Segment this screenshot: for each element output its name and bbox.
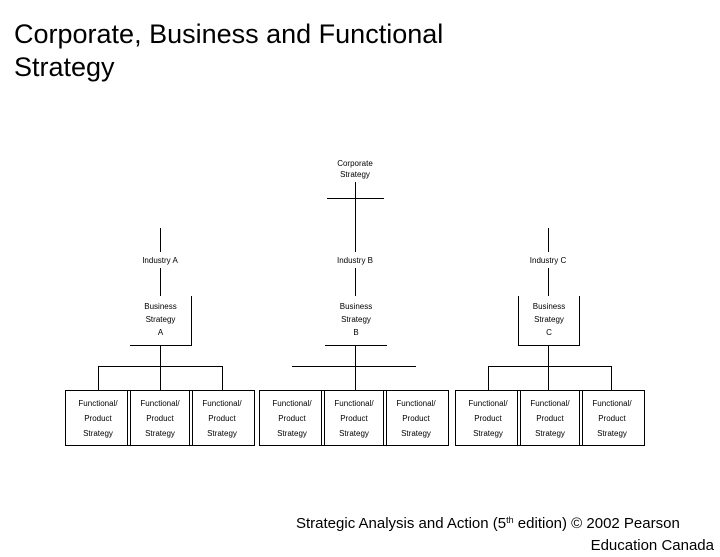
functional-box-a1[interactable]: Functional/ Product Strategy [65,390,131,446]
functional-box-a2[interactable]: Functional/ Product Strategy [127,390,193,446]
functional-box-c1[interactable]: Functional/ Product Strategy [455,390,521,446]
strategy-hierarchy-diagram: Corporate Strategy Industry A Industry B… [65,159,645,446]
connector-business-b-stem [355,346,356,390]
footer-line1-suffix: edition) © 2002 Pearson [513,515,680,532]
connector-group-c-drop-3 [611,366,612,390]
connector-group-a-drop-3 [222,366,223,390]
connector-business-c-stem [548,346,549,366]
functional-box-c2[interactable]: Functional/ Product Strategy [517,390,583,446]
connector-industry-c-to-business [548,268,549,296]
page-title: Corporate, Business and Functional Strat… [14,19,444,82]
business-strategy-c-box[interactable]: Business Strategy C [518,296,580,346]
connector-industry-b-to-business [355,268,356,296]
industry-b-label: Industry B [336,256,373,265]
connector-group-c-bar [488,366,612,367]
connector-group-a-drop-1 [98,366,99,390]
connector-industry-a-to-business [160,268,161,296]
business-strategy-a-box[interactable]: Business Strategy A [130,296,192,346]
corporate-strategy-label: Corporate Strategy [337,159,373,179]
footer-line2: Education Canada [590,537,714,554]
connector-business-a-stem [160,346,161,366]
connector-group-c-drop-1 [488,366,489,390]
functional-box-a3[interactable]: Functional/ Product Strategy [189,390,255,446]
functional-box-b1[interactable]: Functional/ Product Strategy [259,390,325,446]
functional-box-c3[interactable]: Functional/ Product Strategy [579,390,645,446]
business-strategy-b-box[interactable]: Business Strategy B [325,296,387,346]
connector-group-b-bar [292,366,416,367]
footer-line1-prefix: Strategic Analysis and Action (5 [296,515,507,532]
slide-canvas: Corporate, Business and Functional Strat… [14,19,714,554]
connector-industry-a-drop [160,228,161,252]
industry-a-label: Industry A [142,256,178,265]
connector-industry-b-drop [355,198,356,252]
footer-ordinal-suffix: th [506,515,514,525]
connector-root-stem [355,182,356,198]
industry-c-label: Industry C [529,256,567,265]
connector-group-c-drop-2 [548,366,549,390]
connector-group-a-drop-2 [160,366,161,390]
functional-box-b2[interactable]: Functional/ Product Strategy [321,390,387,446]
functional-box-b3[interactable]: Functional/ Product Strategy [383,390,449,446]
footer-copyright: Strategic Analysis and Action (5th editi… [296,509,720,557]
connector-industry-c-drop [548,228,549,252]
